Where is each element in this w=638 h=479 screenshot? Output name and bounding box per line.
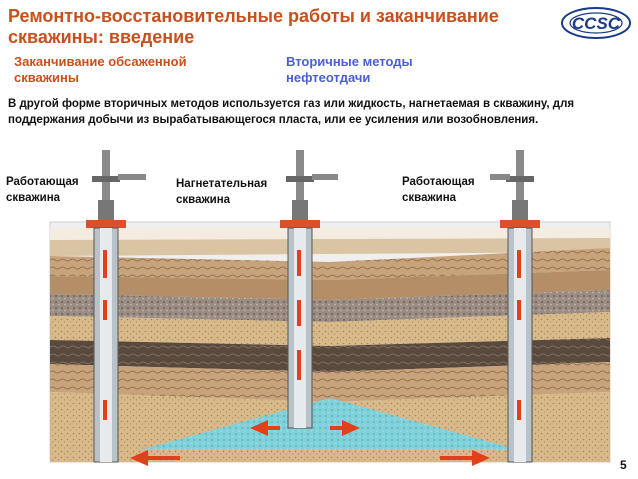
slide-title: Ремонтно-восстановительные работы и зака… [8,6,499,47]
stratum-gravel [50,290,610,322]
page-number: 5 [620,458,627,472]
flow-arrows [130,420,490,466]
well-left [86,150,146,463]
well-injection [280,150,338,429]
stratum-brown [50,270,610,300]
water-injection-zone [140,398,520,450]
well-label-producer-right: Работающая скважина [402,176,475,204]
slide-description: В другой форме вторичных методов использ… [8,98,575,126]
stratum-rock-1 [50,248,610,280]
stratum-top [50,228,610,240]
stratum-rock-2 [50,362,610,402]
stratum-dark [50,338,610,372]
subtitle-left: Заканчивание обсаженной скважины [14,54,187,85]
ccsc-logo: CCSC [561,7,631,39]
well-label-injection: Нагнетательная скважина [176,178,268,206]
subtitle-right: Вторичные методы нефтеотдачи [286,54,413,85]
stratum-tan [50,238,610,256]
stratum-sand [50,312,610,346]
well-label-producer-left: Работающая скважина [6,176,79,204]
logo-text: CCSC [572,14,621,33]
well-right [490,150,540,463]
